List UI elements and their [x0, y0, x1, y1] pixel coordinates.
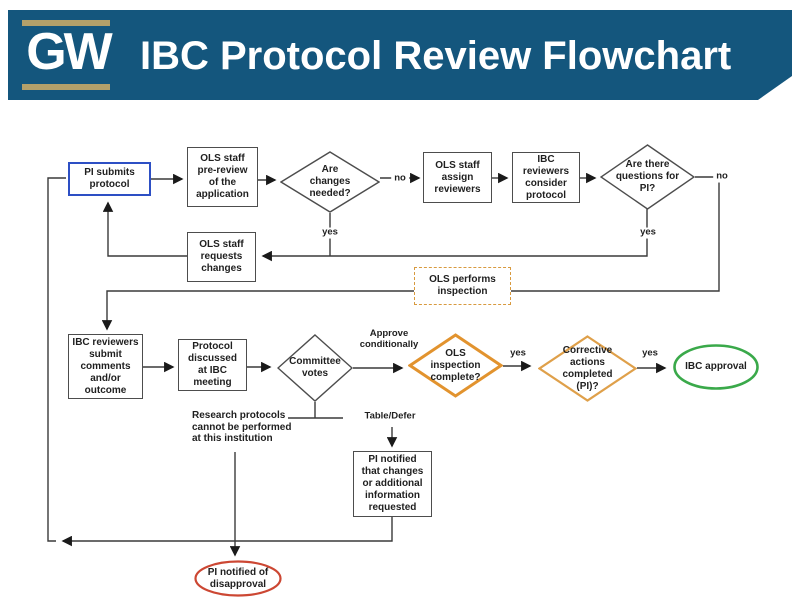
- terminal-label: IBC approval: [685, 361, 747, 372]
- node-committee-votes-decision: Committee votes: [277, 334, 353, 402]
- edge-label-yes-inspection: yes: [507, 348, 529, 360]
- logo-gold-bar-bottom: [22, 84, 110, 90]
- node-ols-inspection-complete-decision: OLS inspection complete?: [408, 333, 503, 398]
- node-corrective-actions-decision: Corrective actions completed (PI)?: [538, 335, 637, 402]
- node-questions-for-pi-decision: Are there questions for PI?: [600, 144, 695, 210]
- diamond-shape-orange: [408, 333, 503, 398]
- node-pi-notified-disapproval: PI notified of disapproval: [194, 560, 282, 597]
- edge-label-table-defer: Table/Defer: [361, 411, 419, 423]
- terminal-label: PI notified of disapproval: [207, 566, 269, 590]
- edge-label-yes-changes: yes: [319, 227, 341, 239]
- node-pi-notified-changes: PI notified that changes or additional i…: [353, 451, 432, 517]
- node-ibc-reviewers-submit: IBC reviewers submit comments and/or out…: [68, 334, 143, 399]
- node-pi-submits-protocol: PI submits protocol: [68, 162, 151, 196]
- diamond-shape: [277, 334, 353, 402]
- diamond-shape: [280, 151, 380, 213]
- edge-label-no-questions: no: [713, 171, 731, 183]
- gw-logo: GW: [22, 10, 118, 100]
- diamond-shape: [600, 144, 695, 210]
- decision-label: Are there questions for PI?: [615, 159, 680, 194]
- logo-gold-bar-top: [22, 20, 110, 26]
- node-ols-requests-changes: OLS staff requests changes: [187, 232, 256, 282]
- edge-label-research-protocols: Research protocols cannot be performed a…: [192, 410, 292, 444]
- node-ols-assign-reviewers: OLS staff assign reviewers: [423, 152, 492, 203]
- edge-label-yes-questions: yes: [637, 227, 659, 239]
- node-ols-pre-review: OLS staff pre-review of the application: [187, 147, 258, 207]
- edge-label-approve-conditionally: Approve conditionally: [356, 328, 422, 351]
- node-ols-performs-inspection: OLS performs inspection: [414, 267, 511, 305]
- logo-text: GW: [26, 23, 113, 81]
- ellipse-shape-green: [673, 344, 759, 390]
- decision-label: Committee votes: [289, 356, 341, 379]
- node-protocol-discussed: Protocol discussed at IBC meeting: [178, 339, 247, 391]
- diamond-shape-orange: [538, 335, 637, 402]
- decision-label: Corrective actions completed (PI)?: [562, 344, 613, 392]
- node-changes-needed-decision: Are changes needed?: [280, 151, 380, 213]
- ellipse-shape-red: [194, 560, 282, 597]
- edge-label-yes-corrective: yes: [639, 348, 661, 360]
- node-ibc-reviewers-consider: IBC reviewers consider protocol: [512, 152, 580, 203]
- edge-label-no-changes: no: [391, 173, 409, 185]
- decision-label: OLS inspection complete?: [430, 347, 481, 383]
- decision-label: Are changes needed?: [309, 164, 351, 199]
- header-band: GW IBC Protocol Review Flowchart: [8, 10, 792, 100]
- node-ibc-approval: IBC approval: [673, 344, 759, 390]
- page-title: IBC Protocol Review Flowchart: [140, 34, 732, 78]
